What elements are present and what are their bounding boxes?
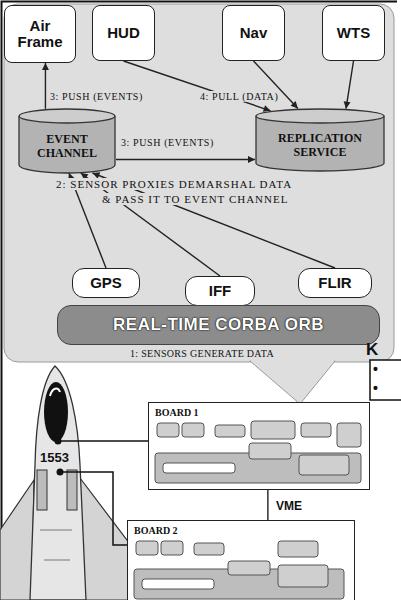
bus-label: 1553 bbox=[40, 450, 69, 465]
step-label: 1: SENSORS GENERATE DATA bbox=[130, 348, 274, 359]
node-text: REPLICATION SERVICE bbox=[270, 132, 370, 160]
edge-label: 3: PUSH (EVENTS) bbox=[50, 91, 143, 102]
node-text: REAL-TIME CORBA ORB bbox=[113, 315, 324, 335]
node-text: WTS bbox=[337, 25, 370, 42]
key-bullet: • bbox=[373, 380, 378, 396]
node-text: Nav bbox=[240, 25, 268, 42]
node-text: GPS bbox=[90, 275, 122, 292]
subsystem-box: WTS bbox=[322, 5, 385, 61]
orb-band: REAL-TIME CORBA ORB bbox=[57, 305, 380, 345]
wire-dot bbox=[55, 438, 62, 445]
node-text: BOARD 1 bbox=[155, 407, 199, 418]
system-panel bbox=[4, 4, 394, 362]
connector bbox=[42, 63, 49, 109]
connector bbox=[116, 156, 255, 163]
board-box: BOARD 1 bbox=[148, 402, 370, 490]
connector bbox=[344, 61, 354, 109]
node-text: EVENT CHANNEL bbox=[27, 133, 107, 161]
jet-illustration bbox=[0, 366, 142, 600]
step-label: 4: PULL (DATA) bbox=[198, 91, 280, 102]
connector bbox=[124, 61, 271, 112]
edge-label: 3: PUSH (EVENTS) bbox=[121, 137, 214, 148]
node-text: FLIR bbox=[318, 275, 351, 292]
board-box: BOARD 2 bbox=[127, 520, 355, 600]
node-text: BOARD 2 bbox=[134, 525, 178, 536]
node-text: IFF bbox=[209, 283, 232, 300]
connector bbox=[267, 490, 268, 520]
edge-label: VME bbox=[274, 499, 304, 513]
step-label: 2: SENSOR PROXIES DEMARSHAL DATA bbox=[54, 178, 294, 190]
key-heading: K bbox=[366, 340, 378, 360]
sensor-box: GPS bbox=[72, 268, 140, 298]
sensor-box: IFF bbox=[185, 276, 255, 306]
key-bullet: • bbox=[373, 361, 378, 377]
callout-join bbox=[251, 360, 334, 362]
service-cylinder: EVENT CHANNEL bbox=[18, 108, 116, 174]
service-cylinder: REPLICATION SERVICE bbox=[255, 108, 385, 172]
wire-dot bbox=[57, 469, 64, 476]
node-text: Air Frame bbox=[5, 18, 75, 51]
sensor-box: FLIR bbox=[298, 268, 372, 298]
subsystem-box: Air Frame bbox=[4, 5, 76, 63]
subsystem-box: Nav bbox=[222, 5, 285, 61]
step-label: & PASS IT TO EVENT CHANNEL bbox=[100, 193, 290, 205]
callout-tail bbox=[250, 361, 335, 404]
subsystem-box: HUD bbox=[92, 5, 155, 61]
key-box bbox=[370, 360, 401, 400]
node-text: HUD bbox=[107, 25, 140, 42]
